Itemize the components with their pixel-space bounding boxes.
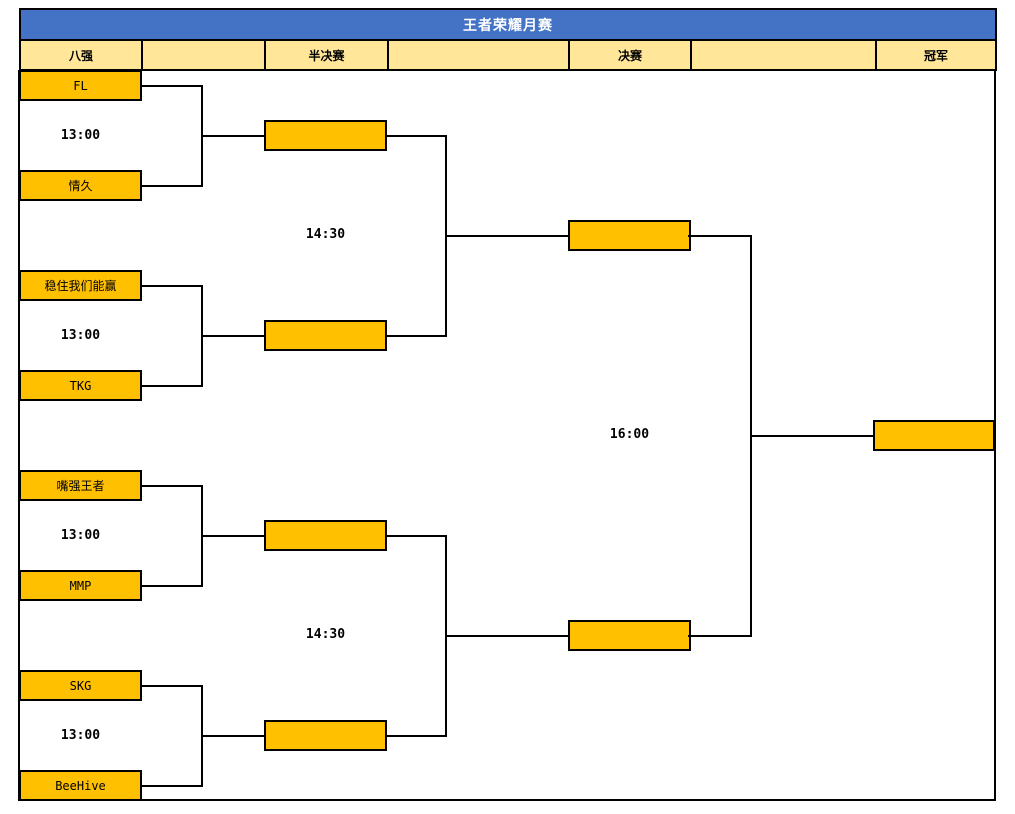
sf2-winner-slot-bottom[interactable] bbox=[264, 720, 387, 751]
bracket-line bbox=[201, 135, 265, 137]
round-header-final: 决赛 bbox=[570, 41, 692, 69]
qf4-team1-slot[interactable]: SKG bbox=[19, 670, 142, 701]
qf3-match-time: 13:00 bbox=[60, 528, 101, 543]
bracket-line bbox=[201, 535, 265, 537]
qf2-match-time: 13:00 bbox=[60, 328, 101, 343]
sf2-winner-slot-top[interactable] bbox=[264, 520, 387, 551]
qf3-team2-slot[interactable]: MMP bbox=[19, 570, 142, 601]
sf2-match-time: 14:30 bbox=[305, 627, 346, 642]
qf2-team2-slot[interactable]: TKG bbox=[19, 370, 142, 401]
tournament-title-bar: 王者荣耀月赛 bbox=[19, 8, 997, 41]
bracket-line bbox=[140, 585, 203, 587]
qf4-match-time: 13:00 bbox=[60, 728, 101, 743]
bracket-bottom-border bbox=[18, 799, 996, 801]
bracket-line bbox=[140, 685, 203, 687]
bracket-line bbox=[688, 235, 752, 237]
bracket-line bbox=[140, 85, 203, 87]
sf1-winner-slot-bottom[interactable] bbox=[264, 320, 387, 351]
bracket-line bbox=[385, 135, 447, 137]
bracket-line bbox=[201, 735, 265, 737]
bracket-line bbox=[140, 785, 203, 787]
bracket-line bbox=[385, 735, 447, 737]
round-header-champion: 冠军 bbox=[923, 48, 948, 63]
bracket-line bbox=[140, 285, 203, 287]
qf3-team1-slot[interactable]: 嘴强王者 bbox=[19, 470, 142, 501]
qf1-team1-slot[interactable]: FL bbox=[19, 70, 142, 101]
round-header-quarterfinals: 八强 bbox=[21, 41, 143, 69]
round-header-row: 八强 半决赛 决赛 冠军 bbox=[19, 39, 997, 71]
bracket-line bbox=[385, 535, 447, 537]
champion-slot[interactable] bbox=[873, 420, 995, 451]
bracket-line bbox=[140, 485, 203, 487]
round-header-spacer-3 bbox=[692, 41, 877, 69]
bracket-line bbox=[140, 185, 203, 187]
bracket-line bbox=[445, 635, 569, 637]
qf1-match-time: 13:00 bbox=[60, 128, 101, 143]
final-winner-slot-top[interactable] bbox=[568, 220, 691, 251]
tournament-title: 王者荣耀月赛 bbox=[463, 16, 553, 33]
final-winner-slot-bottom[interactable] bbox=[568, 620, 691, 651]
bracket-line bbox=[445, 235, 569, 237]
bracket-line bbox=[750, 435, 874, 437]
bracket-line bbox=[688, 635, 752, 637]
qf1-team2-slot[interactable]: 情久 bbox=[19, 170, 142, 201]
round-header-spacer-1 bbox=[143, 41, 266, 69]
bracket-line bbox=[385, 335, 447, 337]
final-match-time: 16:00 bbox=[609, 427, 650, 442]
bracket-left-border bbox=[18, 70, 20, 801]
bracket-right-border bbox=[994, 70, 996, 801]
qf4-team2-slot[interactable]: BeeHive bbox=[19, 770, 142, 801]
sf1-match-time: 14:30 bbox=[305, 227, 346, 242]
bracket-line bbox=[140, 385, 203, 387]
sf1-winner-slot-top[interactable] bbox=[264, 120, 387, 151]
bracket-line bbox=[201, 335, 265, 337]
round-header-spacer-2 bbox=[389, 41, 570, 69]
qf2-team1-slot[interactable]: 稳住我们能赢 bbox=[19, 270, 142, 301]
round-header-semifinals: 半决赛 bbox=[266, 41, 389, 69]
